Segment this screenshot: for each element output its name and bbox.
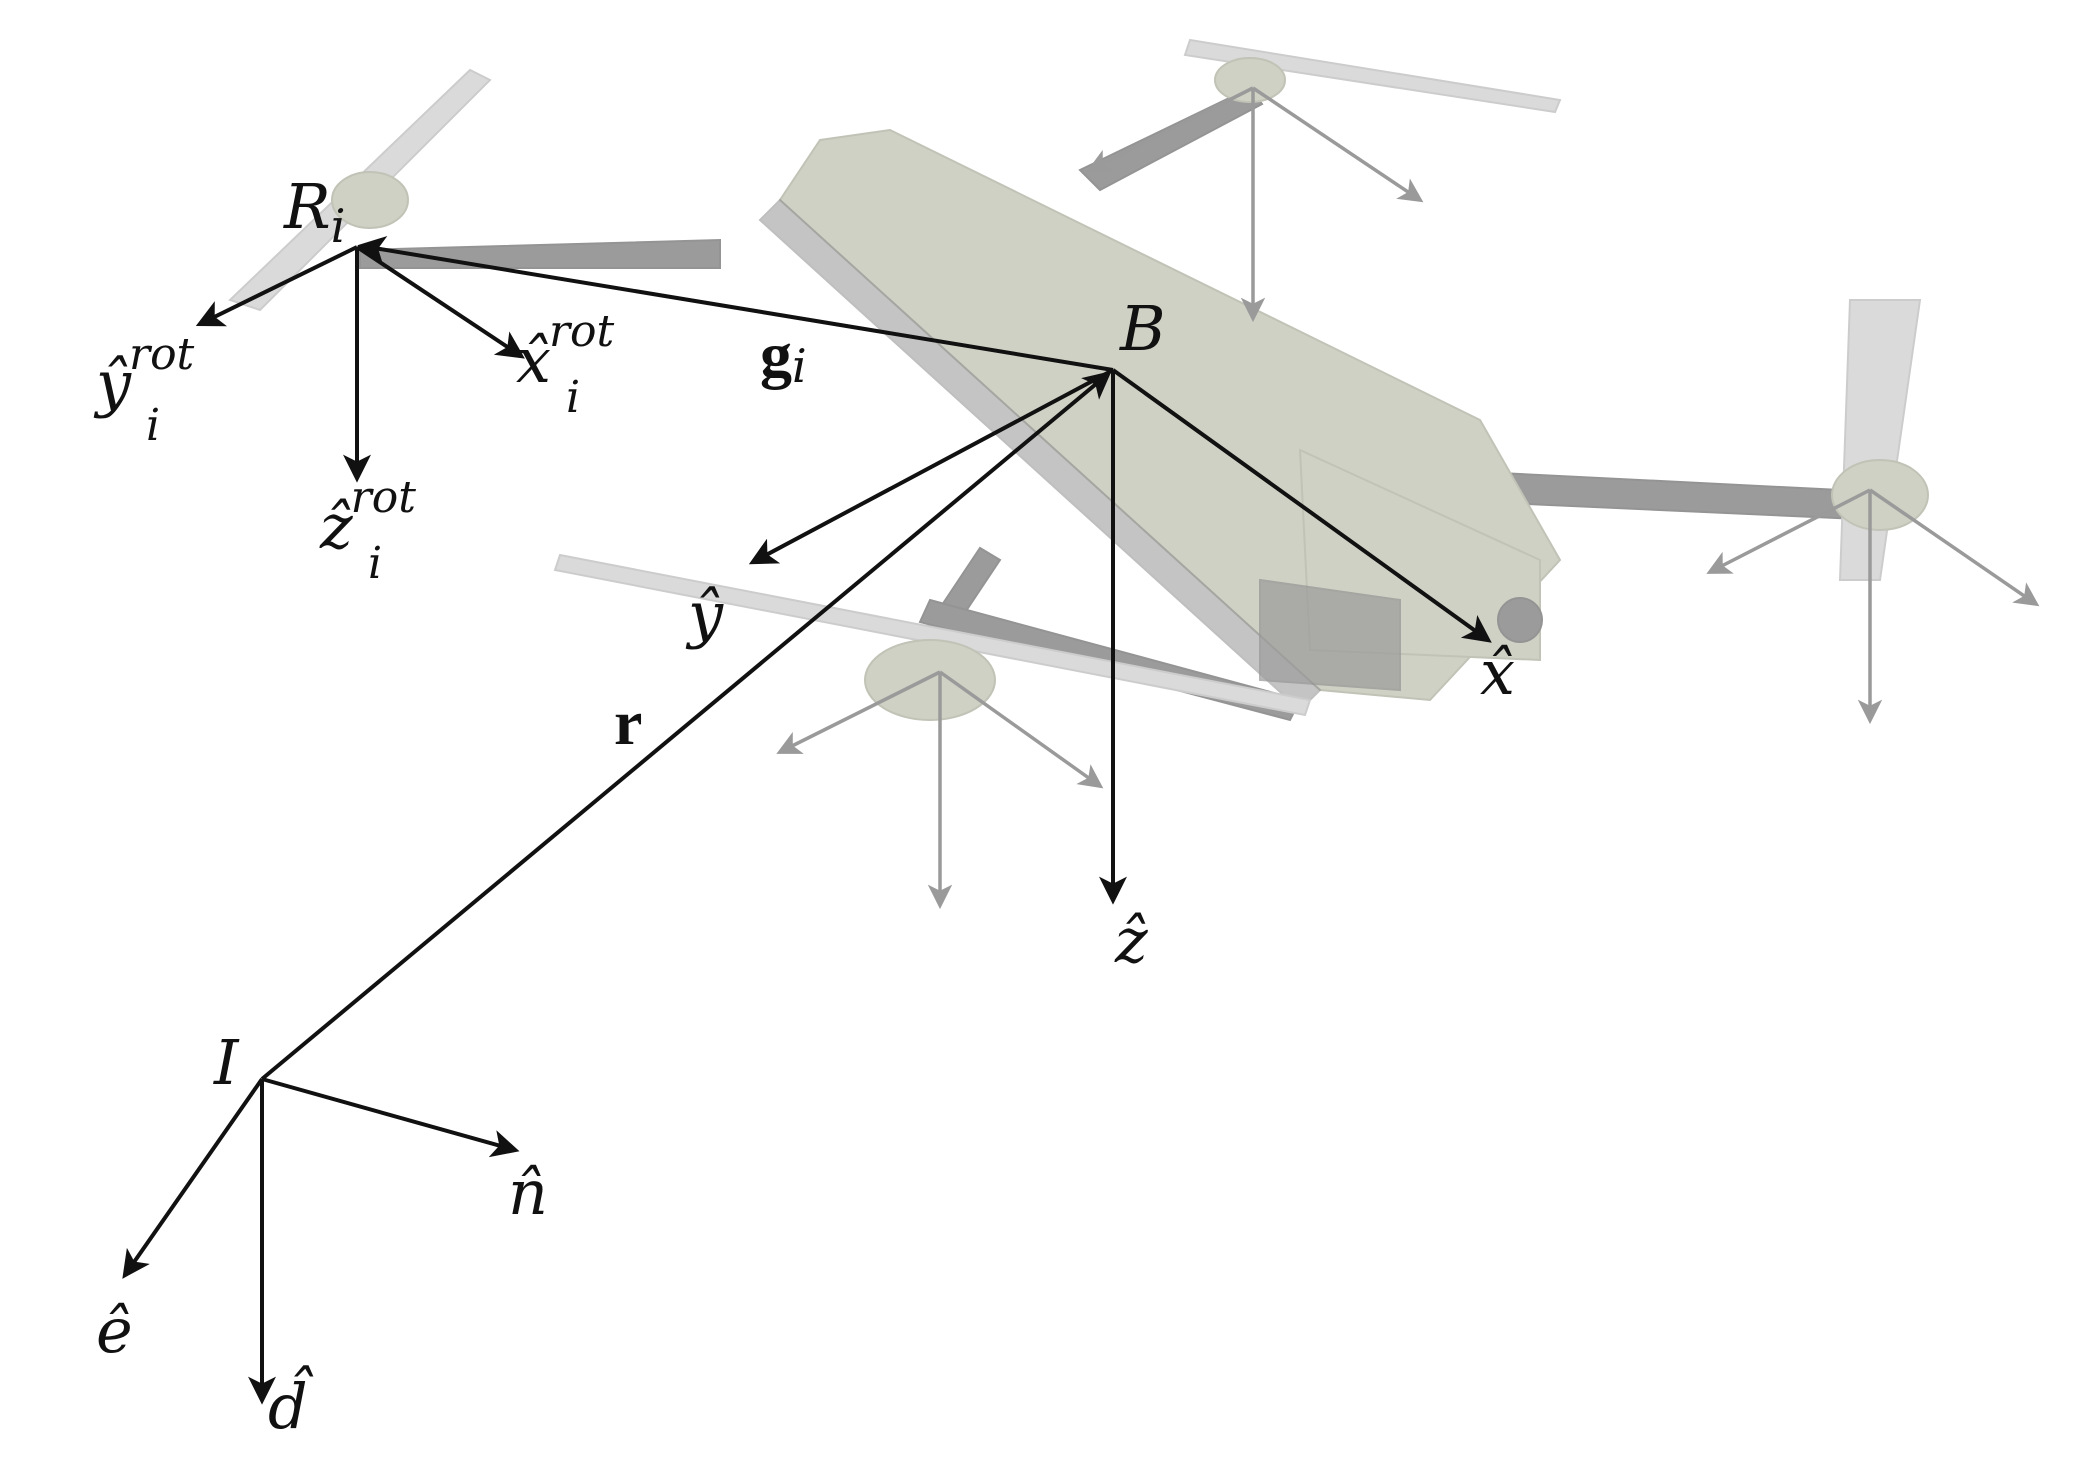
inertial-n-axis-arrow	[261, 1077, 520, 1158]
body-z-axis-label: ẑ	[1114, 904, 1148, 977]
rotor-y-axis-arrow	[195, 245, 358, 327]
g-vector-arrow	[357, 235, 1114, 372]
inertial-frame	[122, 1077, 520, 1405]
inertial-e-axis-arrow	[122, 1077, 264, 1279]
g-vector-label: gi	[760, 319, 807, 393]
inertial-d-axis-label: d̂	[268, 1365, 314, 1443]
rotor-y-axis-label: ŷrot	[93, 329, 195, 420]
body-x-axis-label: x̂	[1480, 636, 1515, 709]
rotor-z-axis-label: ẑrot	[319, 472, 416, 563]
inertial-n-axis-label: n̂	[508, 1156, 548, 1229]
drone-propellers	[228, 38, 1929, 721]
rotor-point-label: Ri	[283, 170, 345, 253]
drone-illustration	[228, 38, 1929, 722]
inertial-e-axis-label: ê	[96, 1294, 133, 1367]
ghost-frame-rear-right	[1086, 86, 1424, 323]
rotor-z-axis-subscript: i	[368, 538, 382, 589]
inertial-point-label: I	[213, 1026, 240, 1099]
rotor-y-axis-subscript: i	[146, 400, 160, 451]
rotor-x-axis-subscript: i	[566, 372, 580, 423]
body-frame	[748, 368, 1492, 905]
ghost-frame-front-left	[776, 670, 1104, 910]
body-y-axis-arrow	[748, 368, 1114, 565]
rotor-x-axis-label: x̂rot	[516, 306, 614, 397]
rotor-x-axis-arrow	[355, 245, 525, 359]
labels: Ri ŷrot i x̂rot i ẑrot i gi B ŷ x̂ ẑ r I	[93, 170, 1515, 1443]
rotor-frame	[195, 245, 525, 483]
r-vector-arrow	[260, 371, 1112, 1081]
ghost-frame-front-right	[1706, 488, 2040, 725]
ghost-rotor-frames	[776, 86, 2040, 910]
r-vector-label: r	[614, 687, 642, 758]
body-y-axis-label: ŷ	[685, 578, 724, 651]
body-point-label: B	[1119, 292, 1166, 365]
body-x-axis-arrow	[1111, 368, 1492, 643]
